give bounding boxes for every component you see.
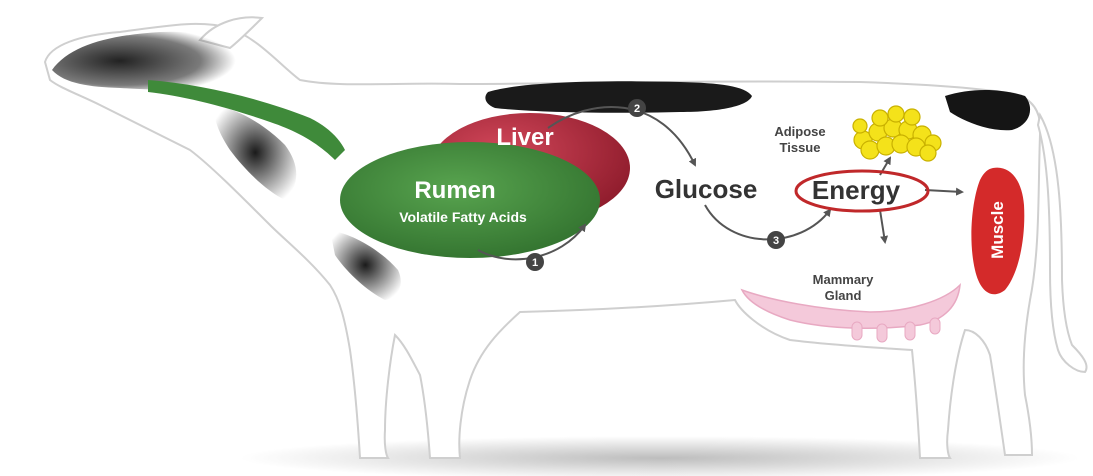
step-marker-3: 3 xyxy=(767,231,785,249)
step-marker-1: 1 xyxy=(526,253,544,271)
adipose-label-line1: Adipose xyxy=(774,124,825,139)
mammary-label-line1: Mammary xyxy=(813,272,874,287)
rumen-label: Rumen xyxy=(414,177,495,204)
mammary-label-line2: Gland xyxy=(825,288,862,303)
cow-tail xyxy=(1038,115,1087,372)
step-1-label: 1 xyxy=(532,257,538,269)
rumen-sublabel: Volatile Fatty Acids xyxy=(399,209,527,225)
step-3-label: 3 xyxy=(773,235,779,247)
step-2-label: 2 xyxy=(634,103,640,115)
step-marker-2: 2 xyxy=(628,99,646,117)
liver-label: Liver xyxy=(496,124,553,151)
adipose-label-line2: Tissue xyxy=(780,140,821,155)
glucose-label: Glucose xyxy=(655,174,758,204)
energy-label: Energy xyxy=(812,175,901,205)
muscle-label: Muscle xyxy=(988,201,1007,259)
